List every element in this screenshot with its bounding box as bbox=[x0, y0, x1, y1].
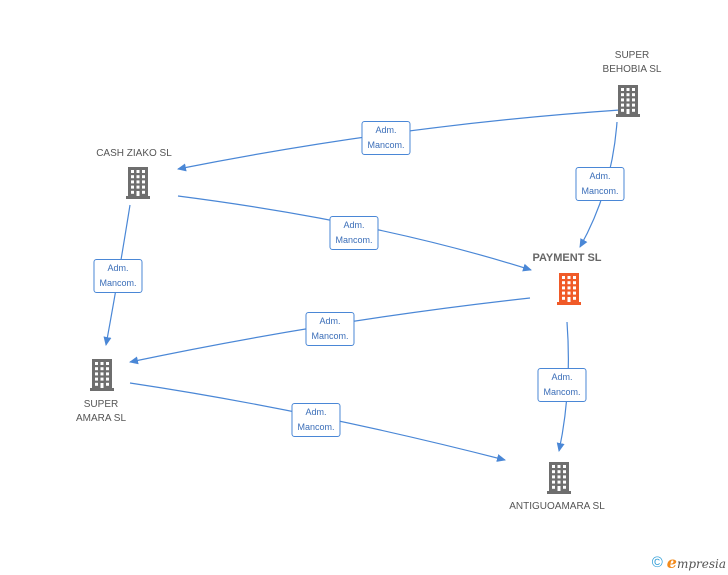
super-behobia-building-icon[interactable] bbox=[616, 85, 640, 117]
edge-label-adm-mancom[interactable]: Adm. Mancom. bbox=[329, 216, 379, 250]
empresia-logo: empresia bbox=[666, 553, 726, 572]
edge-label-adm-mancom[interactable]: Adm. Mancom. bbox=[93, 259, 143, 293]
edge-label-adm-mancom[interactable]: Adm. Mancom. bbox=[291, 403, 341, 437]
node-label-cash-ziako[interactable]: CASH ZIAKO SL bbox=[96, 148, 172, 159]
node-label-antiguoamara[interactable]: ANTIGUOAMARA SL bbox=[509, 501, 605, 512]
node-label-super-behobia[interactable]: SUPER BEHOBIA SL bbox=[602, 50, 662, 75]
footer-brand: © empresia bbox=[652, 553, 726, 572]
super-amara-building-icon[interactable] bbox=[90, 359, 114, 391]
edge-label-adm-mancom[interactable]: Adm. Mancom. bbox=[361, 121, 411, 155]
payment-building-icon[interactable] bbox=[557, 273, 581, 305]
node-label-payment[interactable]: PAYMENT SL bbox=[532, 252, 602, 264]
cash-ziako-building-icon[interactable] bbox=[126, 167, 150, 199]
edge-label-adm-mancom[interactable]: Adm. Mancom. bbox=[575, 167, 625, 201]
antiguoamara-building-icon[interactable] bbox=[547, 462, 571, 494]
node-label-super-amara[interactable]: SUPER AMARA SL bbox=[75, 399, 127, 424]
edge-label-adm-mancom[interactable]: Adm. Mancom. bbox=[537, 368, 587, 402]
copyright-icon: © bbox=[651, 554, 663, 571]
edge-label-adm-mancom[interactable]: Adm. Mancom. bbox=[305, 312, 355, 346]
